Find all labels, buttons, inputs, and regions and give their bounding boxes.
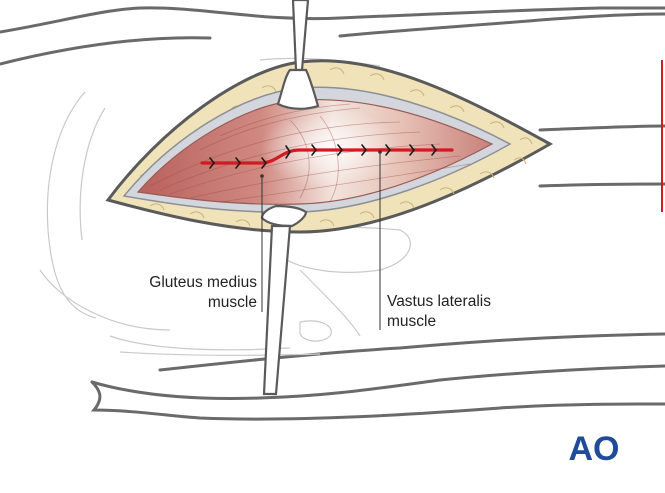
- vastus-lateralis-label: Vastus lateralis muscle: [387, 292, 491, 332]
- gluteus-medius-label-line1: Gluteus medius: [149, 274, 257, 291]
- tendon-highlight: [260, 108, 400, 188]
- gluteus-medius-label-line2: muscle: [207, 294, 257, 311]
- muscle-fibers: [149, 103, 471, 203]
- gluteus-medius-label: Gluteus medius muscle: [149, 273, 257, 313]
- vastus-lateralis-pointer: [378, 150, 382, 154]
- body-outline: [0, 6, 665, 421]
- vastus-lateralis-label-line2: muscle: [387, 313, 437, 330]
- retractor-upper: [276, 0, 320, 110]
- ao-logo: AO: [569, 430, 620, 464]
- suture-stitches: [209, 144, 438, 169]
- leader-lines: [261, 152, 381, 330]
- suture-line: [200, 148, 454, 165]
- retractor-lower: [260, 204, 308, 396]
- gluteus-medius-pointer: [260, 174, 264, 178]
- ao-logo-text: AO: [569, 430, 620, 464]
- vastus-lateralis-label-line1: Vastus lateralis: [387, 293, 491, 310]
- edge-marker: [661, 60, 663, 212]
